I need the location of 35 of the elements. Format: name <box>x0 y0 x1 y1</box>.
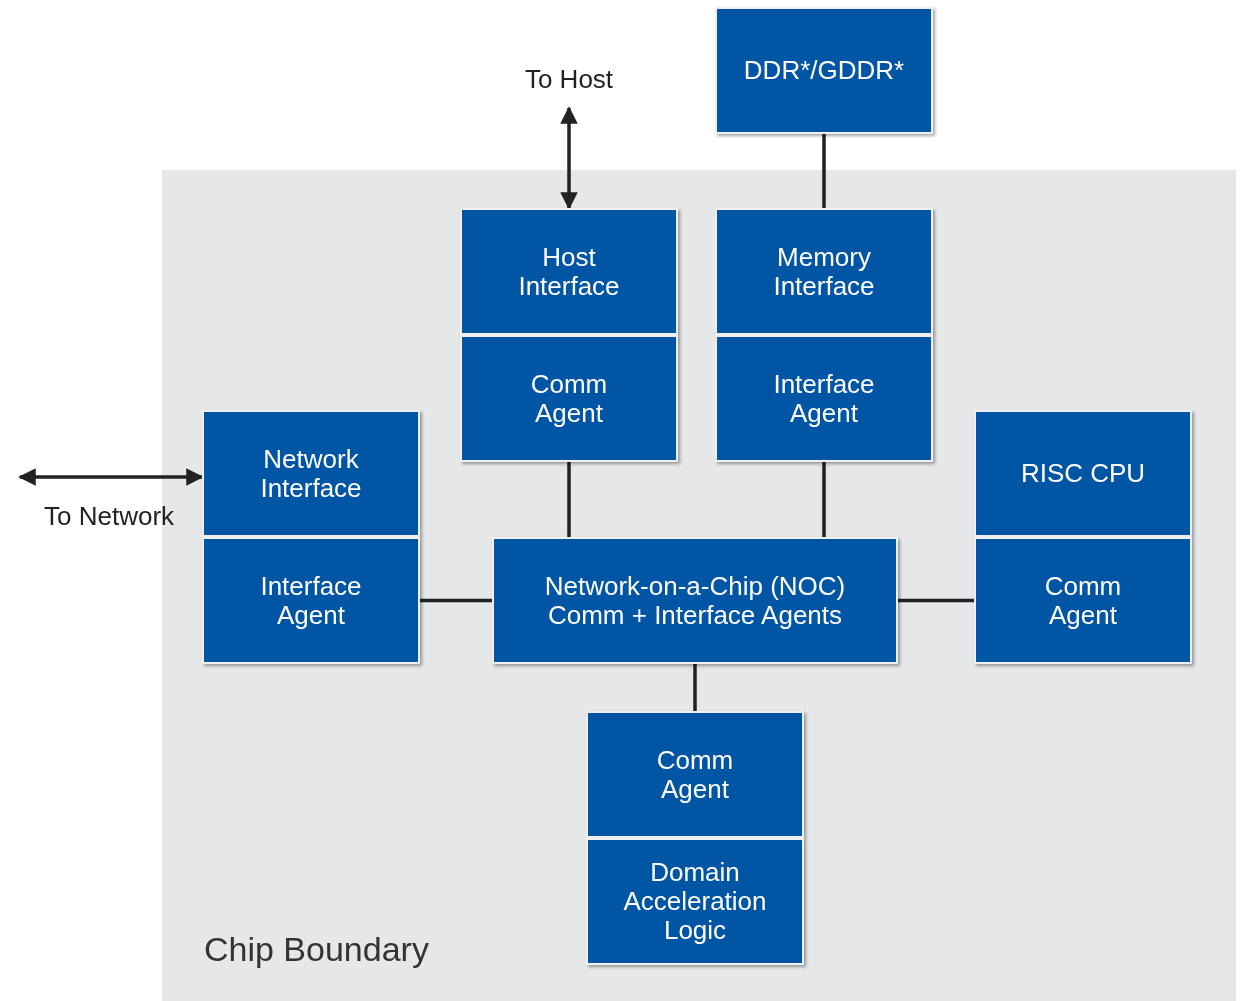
block-label: Host Interface <box>517 242 621 301</box>
block-label: RISC CPU <box>1020 459 1146 488</box>
block-box <box>586 711 804 838</box>
block-box <box>202 537 420 664</box>
connector-line <box>693 664 697 711</box>
block-box <box>460 208 678 335</box>
block-label: Network-on-a-Chip (NOC) Comm + Interface Agents <box>543 571 847 630</box>
block-box <box>586 838 804 965</box>
block-box <box>492 537 898 664</box>
block-label: Memory Interface <box>772 242 876 301</box>
block-box <box>460 335 678 462</box>
block-label: Comm Agent <box>1043 571 1123 630</box>
block-box <box>715 208 933 335</box>
double-arrow <box>18 468 204 486</box>
block-label: Comm Agent <box>655 745 735 804</box>
region-label: Chip Boundary <box>204 929 429 970</box>
port-label: To Host <box>524 64 614 94</box>
port-label: To Network <box>44 500 175 533</box>
block-label: Interface Agent <box>259 571 363 630</box>
double-arrow <box>560 106 578 210</box>
connector-line <box>567 462 571 537</box>
block-label: Domain Acceleration Logic <box>622 858 768 945</box>
block-box <box>715 7 933 134</box>
connector-line <box>822 134 826 208</box>
connector-line <box>822 462 826 537</box>
block-label: Interface Agent <box>772 369 876 428</box>
block-box <box>974 410 1192 537</box>
block-label: DDR*/GDDR* <box>743 56 905 85</box>
connector-line <box>898 598 974 603</box>
block-box <box>715 335 933 462</box>
block-label: Network Interface <box>259 444 363 503</box>
block-box <box>202 410 420 537</box>
block-box <box>974 537 1192 664</box>
connector-line <box>420 598 492 603</box>
block-label: Comm Agent <box>529 369 609 428</box>
